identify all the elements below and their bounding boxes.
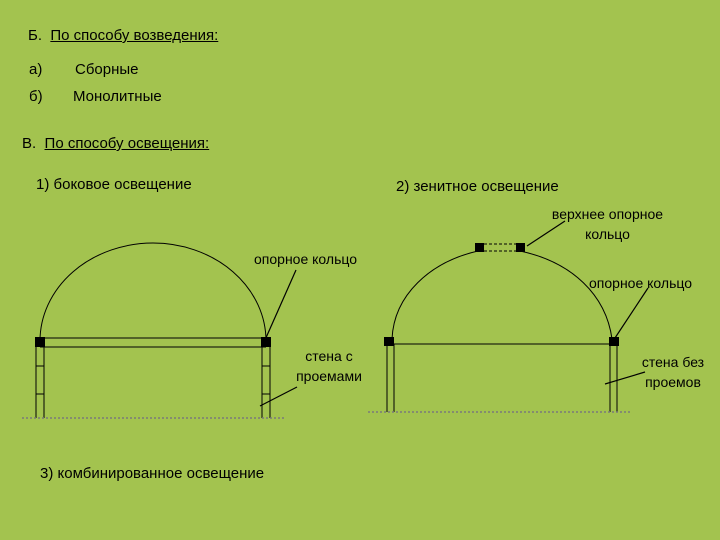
upper-ring-line1: верхнее опорное <box>551 206 664 222</box>
section-v-title: По способу освещения: <box>44 135 210 152</box>
wall-no-openings-line1: стена без <box>641 354 705 370</box>
section-b-title: По способу возведения: <box>50 27 219 44</box>
item-b-text: Монолитные <box>73 88 162 105</box>
zenith-lighting-building <box>386 243 618 412</box>
item-a-marker: а) <box>29 61 43 78</box>
left-wall-leader <box>259 386 298 407</box>
section-v-heading: В. По способу освещения: <box>22 135 210 152</box>
right-support-block-l <box>384 337 394 346</box>
right-wall-leader <box>604 371 646 385</box>
section-b-heading: Б. По способу возведения: <box>28 27 219 44</box>
item-a-text: Сборные <box>75 61 139 78</box>
side-lighting-building <box>35 242 271 418</box>
section-b-letter: Б <box>28 27 38 44</box>
wall-openings-line2: проемами <box>296 368 362 384</box>
left-support-block-r <box>261 337 271 347</box>
left-ring-leader <box>264 269 297 341</box>
support-ring-label-right: опорное кольцо <box>589 275 693 291</box>
right-support-block-r <box>609 337 619 346</box>
wall-no-openings-line2: проемов <box>645 374 701 390</box>
right-dome-right-arc <box>519 250 613 340</box>
right-ring-leader <box>612 287 649 342</box>
upper-support-ring-label: верхнее опорное кольцо <box>540 204 675 244</box>
combined-lighting-label: 3) комбинированное освещение <box>40 465 265 482</box>
section-v-letter: В <box>22 135 33 152</box>
wall-with-openings-label: стена с проемами <box>290 346 368 386</box>
upper-ring-leader <box>526 220 566 247</box>
zenith-lighting-label: 2) зенитное освещение <box>396 178 559 195</box>
item-b-marker: б) <box>29 88 43 105</box>
left-dome-arc <box>39 242 267 342</box>
upper-ring-block-l <box>475 243 484 252</box>
right-dome-left-arc <box>391 250 479 340</box>
upper-ring-block-r <box>516 243 525 252</box>
left-support-block-l <box>35 337 45 347</box>
wall-without-openings-label: стена без проемов <box>632 352 714 392</box>
side-lighting-label: 1) боковое освещение <box>36 176 192 193</box>
support-ring-label-left: опорное кольцо <box>254 251 358 267</box>
wall-openings-line1: стена с <box>305 348 353 364</box>
upper-ring-line2: кольцо <box>585 226 630 242</box>
